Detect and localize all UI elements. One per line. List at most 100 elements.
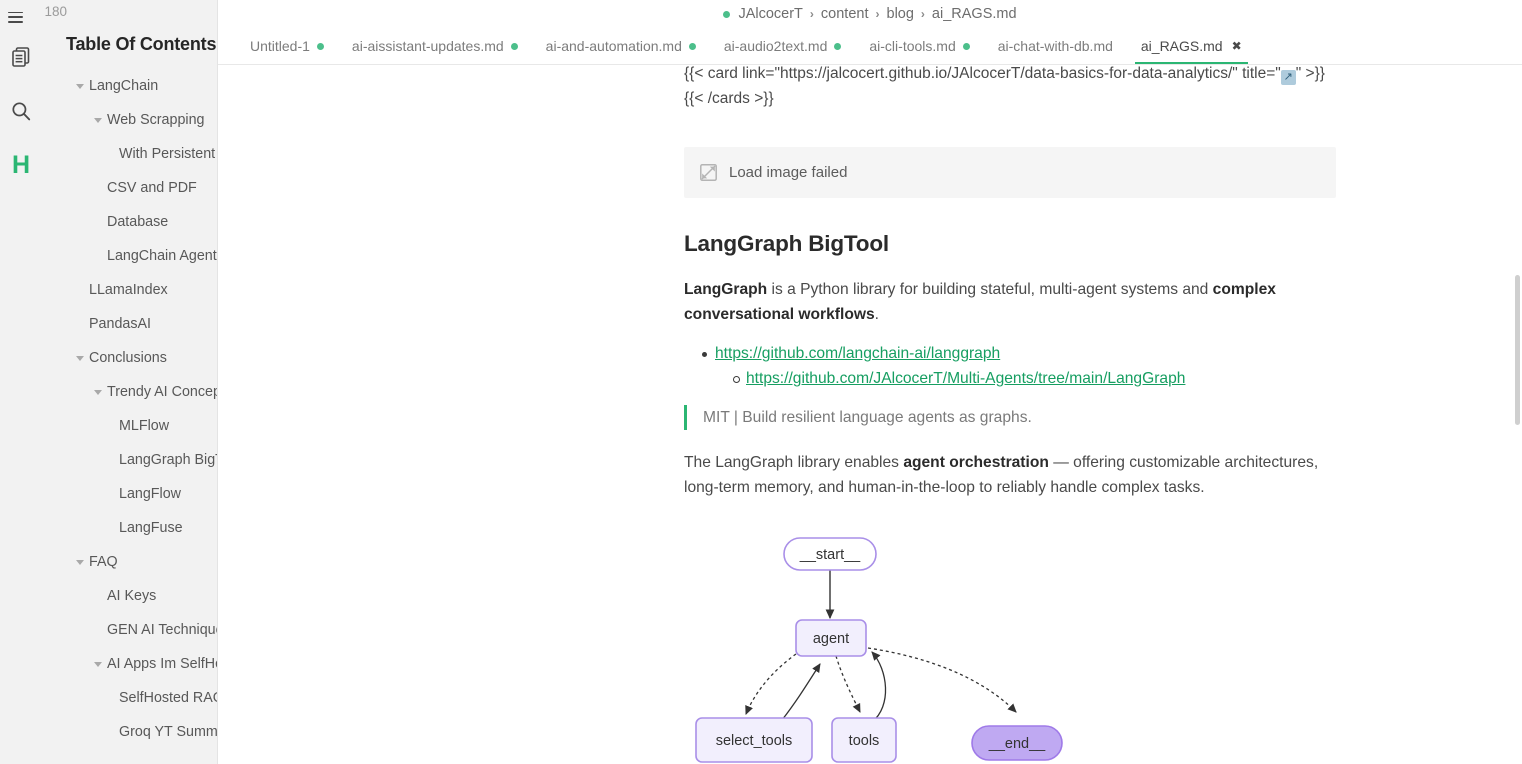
toc-item-label: LangFuse [119, 520, 183, 536]
toc-item-llamaindex[interactable]: LLamaIndex [42, 273, 217, 307]
paragraph2-end: — offering customizable architectures, l… [684, 454, 1319, 496]
toc-item-mlflow[interactable]: MLFlow [42, 409, 217, 443]
toc-item-langfuse[interactable]: LangFuse [42, 511, 217, 545]
node-start[interactable]: __start__ [783, 537, 877, 571]
tab-ai-aissistant-updates-md[interactable]: ai-aissistant-updates.md [338, 28, 532, 64]
toc-item-faq[interactable]: FAQ [42, 545, 217, 579]
tab-label: ai-audio2text.md [723, 38, 828, 54]
node-end[interactable]: __end__ [971, 725, 1063, 761]
caret-placeholder-icon [106, 696, 114, 701]
shortcode-line-2: {{< /cards >}} [684, 90, 774, 107]
hamburger-menu-button[interactable] [0, 4, 42, 30]
tab-ai-cli-tools-md[interactable]: ai-cli-tools.md [855, 28, 983, 64]
scrollbar-thumb[interactable] [1515, 275, 1520, 425]
node-end-label: __end__ [988, 736, 1046, 752]
link-langgraph-repo[interactable]: https://github.com/langchain-ai/langgrap… [715, 345, 1001, 362]
toc-item-csv-and-pdf[interactable]: CSV and PDF [42, 171, 217, 205]
tab-ai-audio2text-md[interactable]: ai-audio2text.md [710, 28, 856, 64]
chevron-down-icon[interactable] [76, 355, 84, 361]
tab-label: Untitled-1 [250, 38, 310, 54]
node-start-label: __start__ [799, 547, 861, 563]
toc-item-ai-apps-im-selfhosting[interactable]: AI Apps Im SelfHosting [42, 647, 217, 681]
tab-close-icon[interactable]: ✖ [1231, 39, 1242, 53]
tab-label: ai-and-automation.md [545, 38, 682, 54]
toc-item-label: Database [107, 214, 169, 230]
toc-item-pandasai[interactable]: PandasAI [42, 307, 217, 341]
breadcrumb-item-0[interactable]: JAlcocerT [738, 6, 803, 22]
langgraph-state-diagram: __start__ agent select_tools tools [684, 530, 1336, 764]
tab-ai-and-automation-md[interactable]: ai-and-automation.md [532, 28, 710, 64]
tab-bar: Untitled-1 ai-aissistant-updates.md ai-and… [218, 28, 1522, 65]
tab-untitled-1[interactable]: Untitled-1 [236, 28, 338, 64]
intro-paragraph: LangGraph is a Python library for buildi… [684, 277, 1336, 327]
tab-unsaved-dot-icon [834, 42, 842, 50]
vertical-scrollbar[interactable] [1513, 65, 1522, 764]
tab-label: ai-cli-tools.md [869, 38, 956, 54]
link-multi-agents-repo[interactable]: https://github.com/JAlcocerT/Multi-Agent… [746, 370, 1186, 387]
toc-item-web-scrapping[interactable]: Web Scrapping [42, 103, 217, 137]
toc-item-label: Trendy AI Concepts [107, 384, 217, 400]
toc-item-label: LangGraph BigTool [119, 452, 217, 468]
nested-links-list: https://github.com/JAlcocerT/Multi-Agent… [715, 366, 1336, 391]
chevron-down-icon[interactable] [94, 389, 102, 395]
document-viewport[interactable]: {{< card link="https://jalcocert.github.… [218, 65, 1522, 764]
paragraph1-mid: is a Python library for building statefu… [767, 281, 1213, 298]
breadcrumb-item-3[interactable]: ai_RAGS.md [931, 6, 1017, 22]
toc-item-label: LangFlow [119, 486, 181, 502]
tab-unsaved-dot-icon [962, 42, 970, 50]
toc-item-langflow[interactable]: LangFlow [42, 477, 217, 511]
chevron-down-icon[interactable] [94, 117, 102, 123]
list-item: https://github.com/JAlcocerT/Multi-Agent… [715, 366, 1336, 391]
toc-item-label: Conclusions [89, 350, 167, 366]
hugo-shortcode-block[interactable]: {{< card link="https://jalcocert.github.… [684, 65, 1336, 111]
toc-item-label: LLamaIndex [89, 282, 168, 298]
node-select-tools-label: select_tools [716, 733, 793, 749]
toc-item-with-persistent-chro[interactable]: With Persistent Chro [42, 137, 217, 171]
toc-item-label: GEN AI Techniques [107, 622, 217, 638]
toc-item-gen-ai-techniques[interactable]: GEN AI Techniques [42, 613, 217, 647]
toc-item-database[interactable]: Database [42, 205, 217, 239]
caret-placeholder-icon [106, 526, 114, 531]
node-select-tools[interactable]: select_tools [695, 717, 813, 763]
caret-placeholder-icon [106, 730, 114, 735]
node-agent[interactable]: agent [795, 619, 867, 657]
toc-item-langgraph-bigtool[interactable]: LangGraph BigTool [42, 443, 217, 477]
toc-item-label: MLFlow [119, 418, 170, 434]
image-load-failed-placeholder[interactable]: Load image failed [684, 147, 1336, 198]
license-blockquote: MIT | Build resilient language agents as… [684, 405, 1336, 430]
node-tools[interactable]: tools [831, 717, 897, 763]
toc-item-groq-yt-summarizer[interactable]: Groq YT Summarizer [42, 715, 217, 749]
toc-item-ai-keys[interactable]: AI Keys [42, 579, 217, 613]
breadcrumb-item-1[interactable]: content [820, 6, 869, 22]
chevron-down-icon[interactable] [76, 83, 84, 89]
toc-item-trendy-ai-concepts[interactable]: Trendy AI Concepts [42, 375, 217, 409]
tab-label: ai-aissistant-updates.md [351, 38, 504, 54]
tab-unsaved-dot-icon [316, 42, 324, 50]
documents-icon [12, 47, 30, 67]
caret-placeholder-icon [76, 322, 84, 327]
toc-item-label: With Persistent Chro [119, 146, 217, 162]
node-agent-label: agent [813, 631, 849, 647]
toc-item-label: CSV and PDF [107, 180, 197, 196]
chevron-down-icon[interactable] [76, 559, 84, 565]
toc-item-selfhosted-rags[interactable]: SelfHosted RAGs [42, 681, 217, 715]
breadcrumb-separator-icon: › [875, 7, 880, 21]
documents-button[interactable] [0, 30, 42, 84]
bold-langgraph: LangGraph [684, 281, 768, 298]
toc-item-label: FAQ [89, 554, 118, 570]
toc-item-langchain[interactable]: LangChain [42, 69, 217, 103]
tab-ai-rags-md[interactable]: ai_RAGS.md✖ [1127, 28, 1256, 64]
toc-item-label: Groq YT Summarizer [119, 724, 218, 740]
app-logo-button[interactable]: H [0, 138, 42, 192]
edge-agent-end [867, 647, 1017, 713]
breadcrumb-item-2[interactable]: blog [886, 6, 914, 22]
chevron-down-icon[interactable] [94, 661, 102, 667]
tab-ai-chat-with-db-md[interactable]: ai-chat-with-db.md [984, 28, 1127, 64]
toc-item-langchain-agents[interactable]: LangChain Agents [42, 239, 217, 273]
bold-complex-workflows: complex conversational workflows [684, 281, 1276, 323]
toc-item-conclusions[interactable]: Conclusions [42, 341, 217, 375]
search-button[interactable] [0, 84, 42, 138]
caret-placeholder-icon [94, 220, 102, 225]
hamburger-menu-icon [8, 11, 23, 23]
